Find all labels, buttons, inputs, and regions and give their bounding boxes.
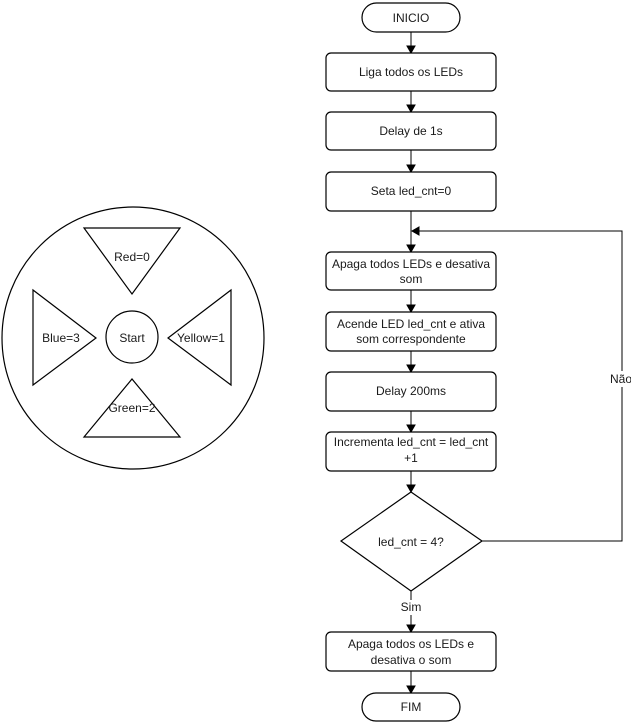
arrowhead-loop — [410, 226, 420, 236]
yes-label-bg — [397, 600, 425, 615]
step-acende-led — [325, 311, 497, 352]
step3-label: Seta led_cnt=0 — [371, 184, 452, 198]
start-label: INICIO — [393, 11, 430, 25]
keypad-diagram: Red=0 Blue=3 Yellow=1 Green=2 Start — [1, 206, 265, 470]
keypad-label-red: Red=0 — [114, 250, 150, 264]
keypad-label-start: Start — [119, 331, 145, 345]
end-terminator — [361, 692, 461, 722]
no-label-bg — [606, 371, 631, 387]
step-delay-1s — [325, 111, 497, 151]
arrowhead-step4 — [406, 244, 416, 254]
keypad-triangle-red — [82, 227, 182, 296]
step-incrementa — [325, 431, 497, 472]
arrowhead-decision — [406, 484, 416, 494]
step-seta-led-cnt — [325, 171, 497, 212]
arrowhead-end — [406, 685, 416, 695]
arrowhead-step6 — [406, 364, 416, 374]
start-terminator — [361, 2, 461, 33]
flowchart: Não Sim INICIO Liga todos os LEDs Delay … — [325, 2, 631, 722]
keypad-triangle-yellow — [167, 288, 232, 387]
arrowhead-step5 — [406, 304, 416, 314]
step4-label-line1: Apaga todos LEDs e desativa — [332, 257, 490, 271]
keypad-triangle-blue — [32, 288, 97, 387]
step-apaga-leds — [325, 251, 497, 291]
yes-label: Sim — [401, 600, 422, 614]
arrowhead-step2 — [406, 104, 416, 114]
step7-label-line1: Incrementa led_cnt = led_cnt — [334, 435, 489, 449]
keypad-label-blue: Blue=3 — [42, 331, 80, 345]
keypad-label-green: Green=2 — [108, 401, 155, 415]
keypad-center-circle — [105, 310, 159, 364]
arrowhead-step3 — [406, 164, 416, 174]
step8-label-line2: desativa o som — [371, 653, 452, 667]
step5-label-line1: Acende LED led_cnt e ativa — [337, 317, 485, 331]
step-liga-leds — [325, 52, 497, 92]
step6-label: Delay 200ms — [376, 384, 446, 398]
step1-label: Liga todos os LEDs — [359, 65, 463, 79]
decision-label: led_cnt = 4? — [378, 535, 444, 549]
keypad-triangle-green — [82, 378, 182, 438]
step-delay-200ms — [325, 371, 497, 412]
arrowhead-step8 — [406, 624, 416, 634]
step-apaga-final — [325, 631, 497, 672]
decision-diamond — [339, 491, 484, 592]
arrowhead-step7 — [406, 424, 416, 434]
step5-label-line2: som correspondente — [356, 332, 466, 346]
no-label: Não — [610, 372, 631, 386]
arrowhead-step1 — [406, 45, 416, 55]
step8-label-line1: Apaga todos os LEDs e — [348, 637, 474, 651]
step4-label-line2: som — [400, 272, 423, 286]
keypad-label-yellow: Yellow=1 — [177, 331, 225, 345]
step7-label-line2: +1 — [404, 451, 418, 465]
end-label: FIM — [401, 700, 422, 714]
step2-label: Delay de 1s — [379, 124, 442, 138]
